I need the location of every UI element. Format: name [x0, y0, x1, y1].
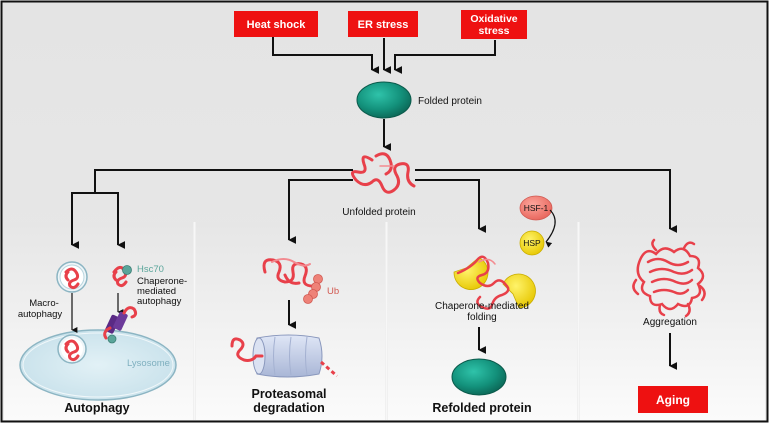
stressor-oxidative-stress: Oxidative stress — [461, 10, 527, 39]
protein-aggregate-icon — [632, 238, 706, 318]
arrow-heat-shock — [272, 37, 380, 74]
branch-line-left — [94, 169, 353, 193]
aging-label: Aging — [656, 393, 690, 407]
refolded-protein-icon — [451, 358, 507, 396]
stressor-er-stress: ER stress — [348, 11, 418, 37]
arrow-oxidative — [394, 40, 496, 74]
cma-label-line2: mediated — [137, 286, 176, 297]
proteasome-title-line2: degradation — [253, 401, 325, 415]
branch-arrows — [71, 169, 678, 249]
oxidative-label-line1: Oxidative — [470, 13, 517, 25]
unfolded-protein-icon — [351, 152, 416, 194]
chaperone-folding-label-line2: folding — [467, 312, 496, 323]
proteasome-panel-content: Ub Proteasomal degradation — [230, 258, 339, 415]
substrate-entering-icon — [230, 337, 264, 362]
ub-label: Ub — [327, 286, 339, 297]
macroautophagy-label-line1: Macro- — [29, 298, 59, 309]
arrow-to-cma — [95, 192, 126, 249]
aggregation-label: Aggregation — [643, 317, 697, 328]
ubiquitinated-protein-icon — [262, 258, 315, 288]
aggregation-panel-content: Aggregation Aging — [632, 238, 708, 413]
autophagy-title: Autophagy — [64, 401, 129, 415]
chaperone-folding-label-line1: Chaperone-mediated — [435, 301, 529, 312]
arrow-to-macroautophagy — [71, 192, 95, 249]
degraded-peptides-icon — [320, 360, 338, 378]
arrow-to-chaperone-folding — [415, 179, 487, 233]
folding-protein-icon — [456, 255, 510, 310]
arrow-to-aggregation — [415, 169, 678, 233]
lysosome-label: Lysosome — [127, 358, 170, 369]
aging-box: Aging — [638, 386, 708, 413]
chaperone-right-icon — [502, 273, 536, 309]
heat-shock-label: Heat shock — [247, 19, 307, 31]
cargo-protein-icon — [64, 267, 80, 290]
macroautophagy-label-line2: autophagy — [18, 309, 63, 320]
hsp-icon — [519, 230, 545, 256]
lamp2a-channel-icon — [103, 306, 138, 344]
arrow-to-proteasome — [288, 179, 353, 244]
proteasome-title-line1: Proteasomal — [251, 387, 326, 401]
unfolded-protein-label: Unfolded protein — [342, 207, 415, 218]
hsp-label: HSP — [523, 238, 541, 248]
hsc70-icon — [122, 265, 132, 275]
autophagy-panel-content: Lysosome Macro- autophagy Hsc70 Chaperon… — [18, 261, 187, 415]
folded-protein-icon — [356, 81, 412, 119]
folded-protein-label: Folded protein — [418, 96, 482, 107]
stress-arrows — [272, 37, 496, 74]
refolding-panel-content: HSF-1 HSP Chaperone-mediated folding Ref… — [432, 195, 556, 415]
hsf1-icon — [519, 195, 553, 221]
refolded-protein-title: Refolded protein — [432, 401, 531, 415]
hsf1-to-hsp-arrow — [545, 209, 556, 248]
cma-label-line1: Chaperone- — [137, 276, 187, 287]
cma-substrate-icon — [112, 265, 128, 288]
stressor-heat-shock: Heat shock — [234, 11, 318, 37]
hsc70-label: Hsc70 — [137, 264, 164, 275]
hsf1-label: HSF-1 — [524, 203, 549, 213]
oxidative-label-line2: stress — [479, 25, 510, 37]
cma-label-line3: autophagy — [137, 296, 182, 307]
ubiquitin-chain-icon — [303, 274, 323, 304]
er-stress-label: ER stress — [358, 19, 409, 31]
